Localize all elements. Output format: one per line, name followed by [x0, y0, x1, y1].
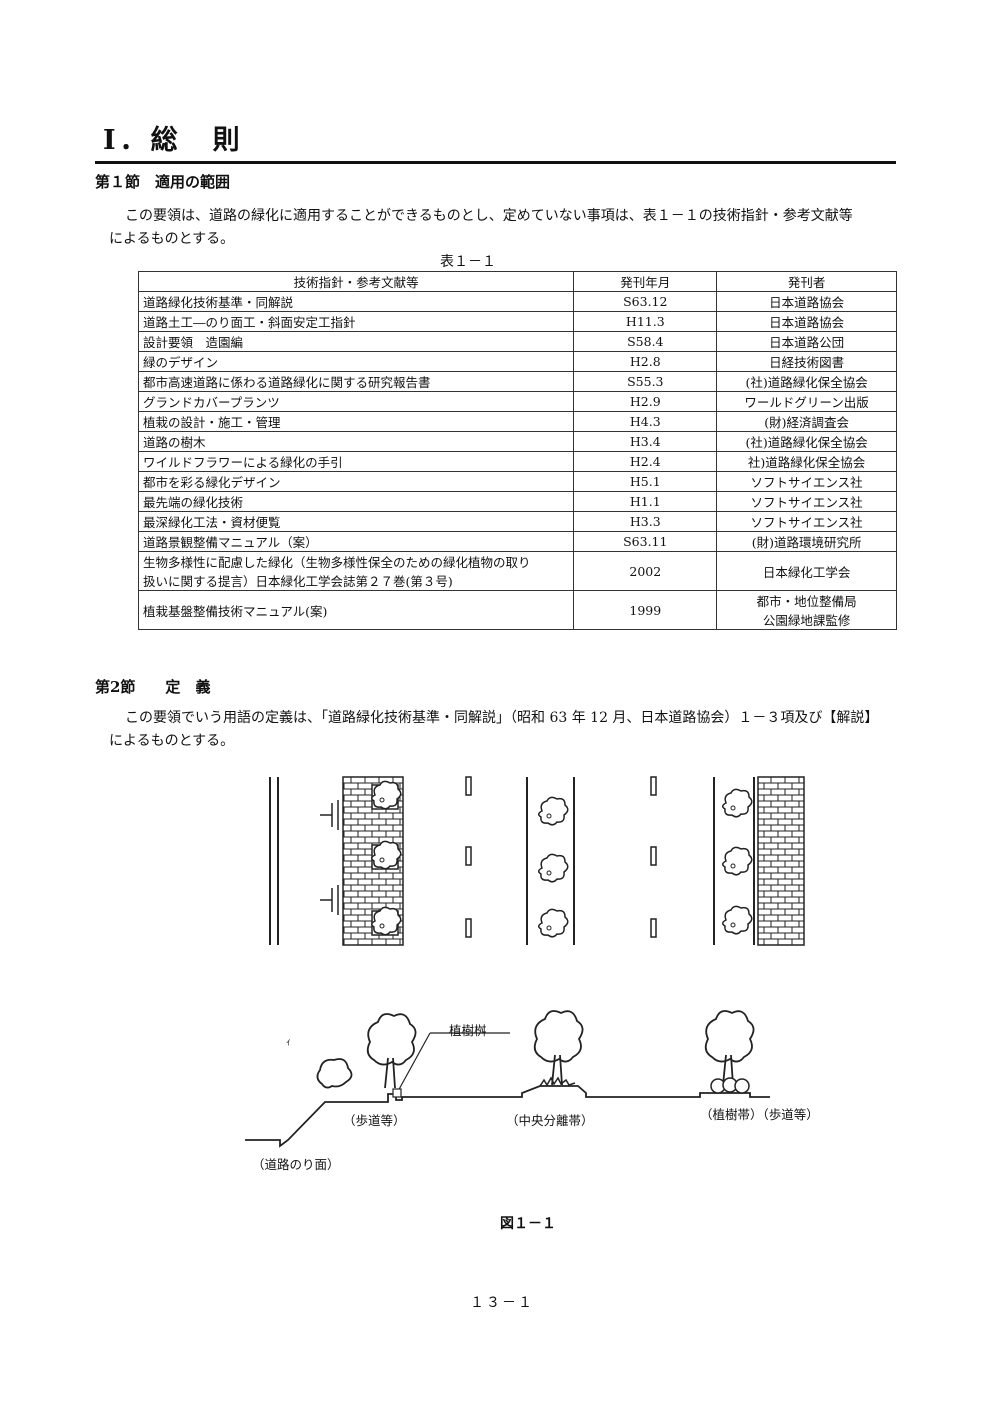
- cell-date: H11.3: [573, 311, 718, 332]
- cell-publisher: (財)経済調査会: [716, 411, 897, 432]
- cell-title: 道路土工―のり面工・斜面安定工指針: [137, 311, 575, 332]
- label-slope: （道路のり面）: [252, 1157, 340, 1172]
- road-plan-diagram: [269, 776, 805, 946]
- cell-publisher-line: 公園緑地課監修: [762, 613, 851, 628]
- cell-publisher: 日本緑化工学会: [716, 551, 897, 591]
- cell-date-line: 1999: [629, 602, 662, 618]
- cell-date: H2.9: [573, 391, 718, 412]
- cell-date: H4.3: [573, 411, 718, 432]
- cell-date: H1.1: [573, 491, 718, 512]
- cell-date: H2.8: [573, 351, 718, 372]
- cell-publisher-line: 日本緑化工学会: [762, 564, 851, 580]
- cell-publisher: 日本道路協会: [716, 311, 897, 332]
- cell-publisher: (社)道路緑化保全協会: [716, 431, 897, 452]
- cell-date: S63.11: [573, 531, 718, 552]
- section1-paragraph: この要領は、道路の緑化に適用することができるものとし、定めていない事項は、表１－…: [95, 205, 900, 251]
- page-title: Ⅰ．総 則: [103, 125, 244, 156]
- cell-publisher: ソフトサイエンス社: [716, 491, 897, 512]
- cell-publisher: (財)道路環境研究所: [716, 531, 897, 552]
- section2-paragraph: この要領でいう用語の定義は、「道路緑化技術基準・同解説」（昭和 63 年 12 …: [95, 707, 900, 753]
- cell-publisher-line: 都市・地位整備局: [756, 594, 857, 609]
- cell-date: H3.3: [573, 511, 718, 532]
- cell-date: S63.12: [573, 291, 718, 312]
- table-row: 生物多様性に配慮した緑化（生物多様性保全のための緑化植物の取り扱いに関する提言）…: [137, 551, 897, 591]
- cell-date: S58.4: [573, 331, 718, 352]
- cell-date: H5.1: [573, 471, 718, 492]
- section2-heading: 第2節 定 義: [95, 678, 211, 696]
- cell-title: 最深緑化工法・資材便覧: [137, 511, 575, 532]
- cell-title-line: 植栽基盤整備技術マニュアル(案): [143, 603, 328, 619]
- label-median: （中央分離帯）: [506, 1113, 594, 1128]
- label-planting-strip: （植樹帯）（歩道等）: [700, 1107, 819, 1122]
- title-divider: [95, 161, 896, 164]
- header-title: 技術指針・参考文献等: [137, 271, 575, 292]
- table-caption: 表１－１: [440, 254, 496, 270]
- cell-publisher: 日本道路協会: [716, 291, 897, 312]
- cell-title: 道路の樹木: [137, 431, 575, 452]
- cell-publisher: ソフトサイエンス社: [716, 511, 897, 532]
- section2-para-line1: この要領でいう用語の定義は、「道路緑化技術基準・同解説」（昭和 63 年 12 …: [125, 710, 879, 726]
- cell-title: 道路景観整備マニュアル（案）: [137, 531, 575, 552]
- cell-date-line: 2002: [629, 563, 662, 579]
- cell-date: 2002: [573, 551, 718, 591]
- cell-title: グランドカバープランツ: [137, 391, 575, 412]
- cell-publisher: 社)道路緑化保全協会: [716, 451, 897, 472]
- cell-title: 設計要領 造園編: [137, 331, 575, 352]
- cell-date: 1999: [573, 590, 718, 630]
- cell-publisher: ソフトサイエンス社: [716, 471, 897, 492]
- table-header-row: 技術指針・参考文献等 発刊年月 発刊者: [137, 271, 897, 292]
- cell-title: 最先端の緑化技術: [137, 491, 575, 512]
- cell-title: ワイルドフラワーによる緑化の手引: [137, 451, 575, 472]
- cell-title: 緑のデザイン: [137, 351, 575, 372]
- cell-publisher: 日経技術図書: [716, 351, 897, 372]
- label-sidewalk: （歩道等）: [343, 1113, 406, 1128]
- svg-text:ｨ: ｨ: [286, 1037, 291, 1048]
- cell-publisher: ワールドグリーン出版: [716, 391, 897, 412]
- cell-date: S55.3: [573, 371, 718, 392]
- cell-title: 植栽基盤整備技術マニュアル(案): [137, 590, 575, 630]
- section1-para-line1: この要領は、道路の緑化に適用することができるものとし、定めていない事項は、表１－…: [125, 208, 853, 224]
- figure-caption: 図１－１: [500, 1216, 556, 1232]
- table-row: 道路景観整備マニュアル（案）S63.11(財)道路環境研究所: [137, 531, 897, 552]
- cell-publisher: 日本道路公団: [716, 331, 897, 352]
- section1-para-line2: によるものとする。: [109, 231, 235, 247]
- cell-date: H3.4: [573, 431, 718, 452]
- label-tree-pit: 植樹桝: [449, 1023, 487, 1038]
- cell-title: 道路緑化技術基準・同解説: [137, 291, 575, 312]
- cell-title: 生物多様性に配慮した緑化（生物多様性保全のための緑化植物の取り扱いに関する提言）…: [137, 551, 575, 591]
- table-row: 植栽基盤整備技術マニュアル(案) 1999 都市・地位整備局公園緑地課監修: [137, 590, 897, 630]
- cell-date: H2.4: [573, 451, 718, 472]
- cell-title: 都市を彩る緑化デザイン: [137, 471, 575, 492]
- cell-title-line: 生物多様性に配慮した緑化（生物多様性保全のための緑化植物の取り: [143, 555, 531, 570]
- cell-title: 都市高速道路に係わる道路緑化に関する研究報告書: [137, 371, 575, 392]
- header-publisher: 発刊者: [716, 271, 897, 292]
- cell-title: 植栽の設計・施工・管理: [137, 411, 575, 432]
- cell-publisher: 都市・地位整備局公園緑地課監修: [716, 590, 897, 630]
- page-number: １３－１: [470, 1295, 534, 1311]
- section2-para-line2: によるものとする。: [109, 733, 235, 749]
- header-date: 発刊年月: [573, 271, 718, 292]
- road-cross-section-diagram: ｨ: [245, 1010, 770, 1148]
- cell-title-line: 扱いに関する提言）日本緑化工学会誌第２７巻(第３号): [143, 574, 453, 589]
- section1-heading: 第１節 適用の範囲: [95, 173, 231, 191]
- cell-publisher: (社)道路緑化保全協会: [716, 371, 897, 392]
